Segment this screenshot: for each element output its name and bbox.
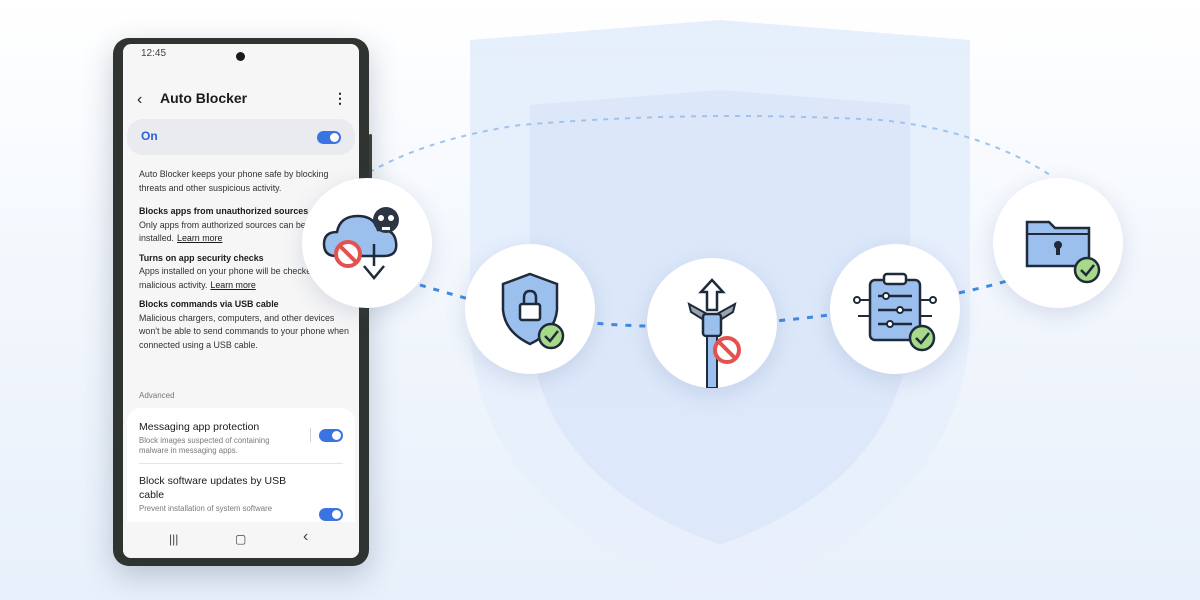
setting-title: Messaging app protection <box>139 421 260 433</box>
learn-more-link[interactable]: Learn more <box>210 279 256 290</box>
shield-lock-check-icon <box>501 272 565 350</box>
system-nav-bar: ||| ▢ ‹ <box>123 522 359 558</box>
master-toggle-switch[interactable] <box>317 131 341 144</box>
learn-more-link[interactable]: Learn more <box>177 233 223 243</box>
master-toggle-label: On <box>141 129 158 143</box>
description-text: Auto Blocker keeps your phone safe by bl… <box>139 169 329 193</box>
phone-device: 12:45 ‹ Auto Blocker ⋮ On Auto Blocker k… <box>113 38 372 566</box>
master-toggle-row[interactable]: On <box>127 119 355 155</box>
phone-side-button <box>369 134 372 192</box>
feature-circle-folder-protection <box>993 178 1123 308</box>
feature-circle-app-settings <box>830 244 960 374</box>
messaging-protection-toggle[interactable] <box>319 429 343 442</box>
feature-title-security-checks: Turns on app security checks <box>139 252 264 263</box>
cloud-download-blocked-icon <box>322 207 399 280</box>
advanced-section-label: Advanced <box>139 391 175 400</box>
app-header: ‹ Auto Blocker ⋮ <box>133 88 347 112</box>
feature-text: Apps installed on your phone will be che… <box>139 266 329 290</box>
setting-subtitle: Prevent installation of system software <box>139 504 273 513</box>
clipboard-settings-check-icon <box>853 272 937 352</box>
chevron-left-icon[interactable]: ‹ <box>137 91 143 108</box>
front-camera <box>236 52 245 61</box>
folder-lock-check-icon <box>1025 220 1101 284</box>
feature-circle-usb-commands <box>647 258 777 388</box>
setting-subtitle: Block images suspected of containing mal… <box>139 436 270 455</box>
more-vertical-icon[interactable]: ⋮ <box>333 90 347 106</box>
feature-description: Auto Blocker keeps your phone safe by bl… <box>139 168 349 358</box>
phone-screen: 12:45 ‹ Auto Blocker ⋮ On Auto Blocker k… <box>123 44 359 558</box>
back-button[interactable]: ‹ <box>303 528 309 545</box>
block-usb-updates-toggle[interactable] <box>319 508 343 521</box>
toggle-divider <box>310 428 311 442</box>
setting-title: Block software updates by USB cable <box>139 475 287 501</box>
feature-circle-security-checks <box>465 244 595 374</box>
setting-block-usb-updates[interactable]: Block software updates by USB cable Prev… <box>139 474 343 514</box>
feature-text: Malicious chargers, computers, and other… <box>139 312 349 350</box>
recents-button[interactable]: ||| <box>169 532 179 546</box>
settings-divider <box>139 463 343 464</box>
feature-title-usb-commands: Blocks commands via USB cable <box>139 299 279 309</box>
usb-blocked-icon <box>687 278 741 388</box>
feature-text: Only apps from authorized sources can be… <box>139 219 306 244</box>
page-title: Auto Blocker <box>160 90 248 106</box>
setting-messaging-protection[interactable]: Messaging app protection Block images su… <box>139 420 343 456</box>
feature-circle-unauthorized-sources <box>302 178 432 308</box>
feature-title-unauthorized-sources: Blocks apps from unauthorized sources <box>139 206 309 216</box>
home-button[interactable]: ▢ <box>235 532 247 546</box>
status-time: 12:45 <box>141 48 167 59</box>
